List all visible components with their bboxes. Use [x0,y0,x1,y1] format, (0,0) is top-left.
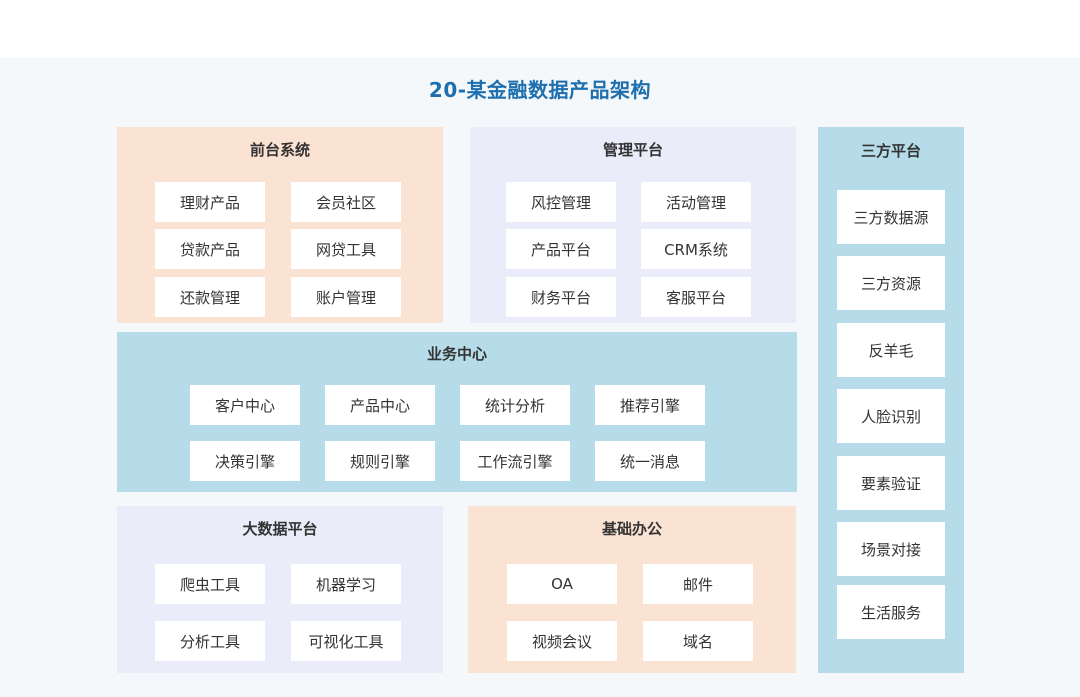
management-item: CRM系统 [641,229,751,269]
office-panel: 基础办公 OA 邮件 视频会议 域名 [468,506,796,673]
frontend-item: 贷款产品 [155,229,265,269]
frontend-item: 网贷工具 [291,229,401,269]
business-item: 统一消息 [595,441,705,481]
third-party-item: 三方数据源 [837,190,945,244]
third-party-item: 人脸识别 [837,389,945,443]
third-party-item: 反羊毛 [837,323,945,377]
frontend-item: 还款管理 [155,277,265,317]
management-header: 管理平台 [602,141,663,159]
frontend-item: 会员社区 [291,182,401,222]
frontend-header: 前台系统 [249,141,310,159]
third-party-header: 三方平台 [860,142,921,160]
management-item: 产品平台 [506,229,616,269]
management-item: 财务平台 [506,277,616,317]
office-header: 基础办公 [601,520,662,538]
bigdata-header: 大数据平台 [242,520,318,538]
business-center-header: 业务中心 [426,345,487,363]
third-party-item: 场景对接 [837,522,945,576]
management-item: 客服平台 [641,277,751,317]
third-party-item: 三方资源 [837,256,945,310]
business-item: 产品中心 [325,385,435,425]
office-item: 域名 [643,621,753,661]
business-item: 统计分析 [460,385,570,425]
third-party-item: 要素验证 [837,456,945,510]
frontend-panel: 前台系统 理财产品 会员社区 贷款产品 网贷工具 还款管理 账户管理 [117,127,443,323]
business-item: 决策引擎 [190,441,300,481]
management-item: 风控管理 [506,182,616,222]
bigdata-item: 可视化工具 [291,621,401,661]
third-party-panel: 三方平台 三方数据源 三方资源 反羊毛 人脸识别 要素验证 场景对接 生活服务 [818,127,964,673]
management-item: 活动管理 [641,182,751,222]
third-party-item: 生活服务 [837,585,945,639]
management-panel: 管理平台 风控管理 活动管理 产品平台 CRM系统 财务平台 客服平台 [470,127,796,323]
bigdata-item: 爬虫工具 [155,564,265,604]
bigdata-item: 机器学习 [291,564,401,604]
bigdata-panel: 大数据平台 爬虫工具 机器学习 分析工具 可视化工具 [117,506,443,673]
business-center-panel: 业务中心 客户中心 产品中心 统计分析 推荐引擎 决策引擎 规则引擎 工作流引擎… [117,332,797,492]
business-item: 推荐引擎 [595,385,705,425]
frontend-item: 账户管理 [291,277,401,317]
frontend-item: 理财产品 [155,182,265,222]
office-item: 邮件 [643,564,753,604]
business-item: 客户中心 [190,385,300,425]
business-item: 工作流引擎 [460,441,570,481]
business-item: 规则引擎 [325,441,435,481]
bigdata-item: 分析工具 [155,621,265,661]
diagram-title: 20-某金融数据产品架构 [428,78,652,102]
office-item: OA [507,564,617,604]
office-item: 视频会议 [507,621,617,661]
